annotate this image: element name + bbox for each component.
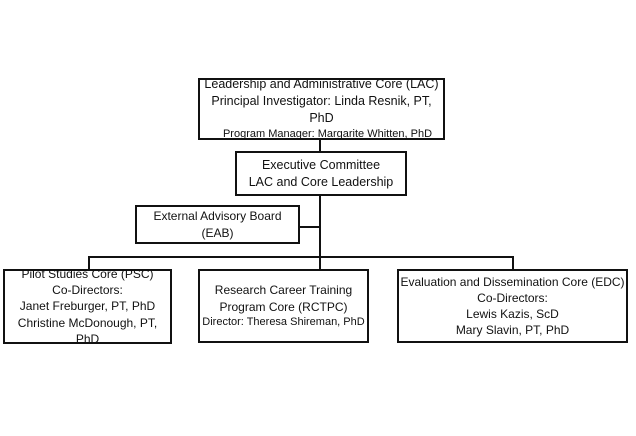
connector-rctpc [319,256,321,270]
evaluation-dissemination-core-box: Evaluation and Dissemination Core (EDC) … [397,269,628,343]
edc-person-1: Lewis Kazis, ScD [466,307,559,321]
lac-program-manager: Program Manager: Margarite Whitten, PhD [222,127,433,140]
connector-psc [88,256,90,270]
eab-line2: (EAB) [201,225,234,240]
executive-committee-box: Executive Committee LAC and Core Leaders… [235,151,407,196]
edc-role: Co-Directors: [477,290,548,305]
rctpc-title-line2: Program Core (RCTPC) [219,299,348,314]
psc-role: Co-Directors: [52,283,123,298]
eab-line1: External Advisory Board [153,209,282,224]
connector-eab [299,226,320,228]
connector-exec-trunk [319,195,321,257]
psc-person-2: Christine McDonough, PT, PhD [17,315,158,346]
psc-title: Pilot Studies Core (PSC) [21,267,154,282]
executive-committee-subtitle: LAC and Core Leadership [248,174,394,189]
research-career-training-core-box: Research Career Training Program Core (R… [198,269,369,343]
connector-edc [512,256,514,270]
executive-committee-title: Executive Committee [261,157,381,172]
rctpc-director: Director: Theresa Shireman, PhD [202,315,365,328]
connector-horizontal-bus [88,256,514,258]
connector-lac-exec [319,138,321,152]
lac-title: Leadership and Administrative Core (LAC) [204,77,439,92]
edc-title: Evaluation and Dissemination Core (EDC) [400,274,625,289]
pilot-studies-core-box: Pilot Studies Core (PSC) Co-Directors: J… [3,267,172,346]
lac-principal-investigator: Principal Investigator: Linda Resnik, PT… [211,94,432,126]
lac-box: Leadership and Administrative Core (LAC)… [198,77,445,140]
psc-person-1: Janet Freburger, PT, PhD [19,299,156,314]
edc-person-2: Mary Slavin, PT, PhD [455,323,570,338]
rctpc-title-line1: Research Career Training [214,283,353,298]
external-advisory-board-box: External Advisory Board (EAB) [135,205,300,244]
